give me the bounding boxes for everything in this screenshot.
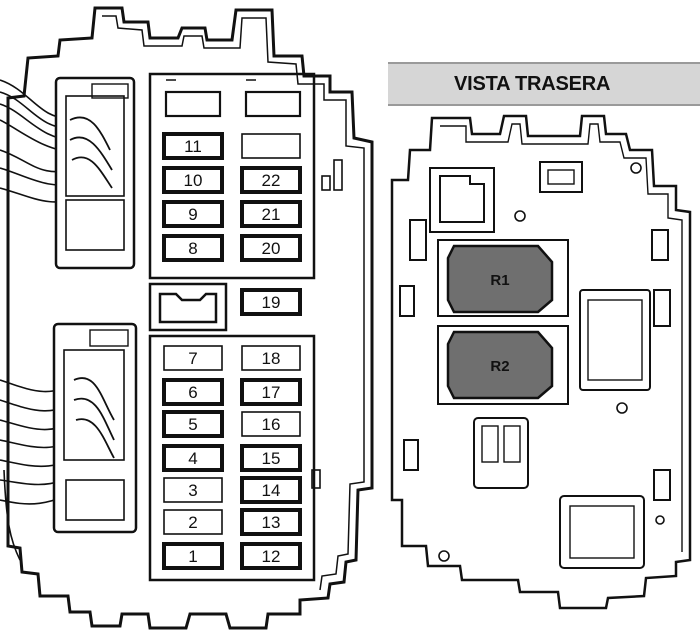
- relay-r1-label: R1: [490, 272, 509, 289]
- fuse-4: 4: [162, 444, 224, 472]
- relay-r1: R1: [437, 239, 569, 317]
- fuse-label: 11: [184, 137, 202, 156]
- fuse-16: 16: [241, 411, 301, 437]
- fuse-label: 5: [188, 415, 197, 434]
- fuse-label: 16: [262, 415, 281, 434]
- fuse-label: 12: [262, 547, 281, 566]
- connector-bottom: [52, 322, 138, 534]
- fuse-10: 10: [162, 166, 224, 194]
- fuse-panel-outline: [6, 6, 374, 630]
- mount-holes: [438, 162, 665, 562]
- fuse-14: 14: [240, 476, 302, 504]
- rear-view-title: VISTA TRASERA: [454, 73, 611, 95]
- side-tabs: [311, 159, 343, 489]
- fuse-3: 3: [163, 477, 223, 503]
- rear-view-inner: [440, 123, 683, 552]
- fuse-18: 18: [241, 345, 301, 371]
- fuse-1: 1: [162, 542, 224, 570]
- middle-clip: [148, 282, 228, 332]
- rear-view-outline: [390, 114, 692, 610]
- fuse-label: 1: [188, 547, 197, 566]
- fuse-panel-inner-outline: [102, 15, 365, 591]
- fuse-label: 9: [188, 205, 197, 224]
- fuse-label: 2: [188, 513, 197, 532]
- fuse-label: 3: [188, 481, 197, 500]
- fuse-2: 2: [163, 509, 223, 535]
- connector-wires: [69, 116, 115, 459]
- fuse-22: 22: [240, 166, 302, 194]
- fuse-label: 6: [188, 383, 197, 402]
- fuse-spare: [241, 133, 301, 159]
- fuse-label: 18: [262, 349, 281, 368]
- fuse-label: 4: [188, 449, 197, 468]
- fuse-9: 9: [162, 200, 224, 228]
- fuse-label: 22: [262, 171, 281, 190]
- fuse-8: 8: [162, 234, 224, 262]
- fuse-6: 6: [162, 378, 224, 406]
- fuse-label: 14: [262, 481, 281, 500]
- fuse-label: 19: [262, 293, 281, 312]
- fuse-11: 11: [162, 132, 224, 160]
- fuse-19: 19: [240, 288, 302, 316]
- fuse-15: 15: [240, 444, 302, 472]
- fuse-label: 8: [188, 239, 197, 258]
- fuse-17: 17: [240, 378, 302, 406]
- fuse-label: 21: [262, 205, 281, 224]
- upper-fuse-block: [148, 72, 316, 280]
- fuse-5: 5: [162, 410, 224, 438]
- left-fuse-column: 11 10 9 8 7 6 5 4 3 2 1: [162, 132, 224, 570]
- fuse-20: 20: [240, 234, 302, 262]
- fuse-label: 17: [262, 383, 281, 402]
- connector-top: [54, 76, 136, 270]
- fuse-7: 7: [163, 345, 223, 371]
- lower-fuse-block: [148, 334, 316, 582]
- fuse-label: 13: [262, 513, 281, 532]
- fuse-label: 7: [188, 349, 197, 368]
- fuse-label: 20: [262, 239, 281, 258]
- right-fuse-column: 22 21 20 19 18 17 16 15 14 13 12: [240, 133, 302, 570]
- top-fuse-slots: [164, 79, 302, 118]
- relay-r2-label: R2: [490, 358, 509, 375]
- fuse-13: 13: [240, 508, 302, 536]
- fuse-label: 15: [262, 449, 281, 468]
- rear-view-features: [399, 161, 671, 569]
- rear-view-header: VISTA TRASERA: [388, 62, 700, 106]
- fuse-12: 12: [240, 542, 302, 570]
- relay-r2: R2: [437, 325, 569, 405]
- fuse-label: 10: [184, 171, 203, 190]
- fuse-21: 21: [240, 200, 302, 228]
